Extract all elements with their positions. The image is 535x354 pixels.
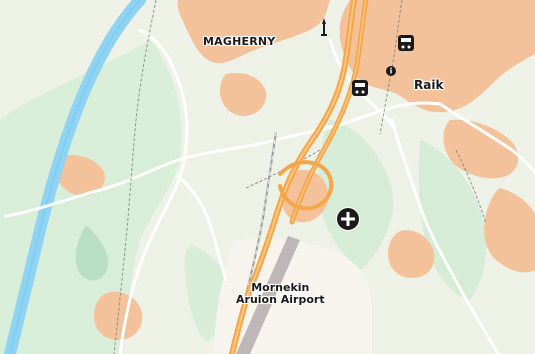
forest-patch-south — [75, 225, 109, 281]
urban-area-north — [220, 72, 267, 116]
major-road-east-carriageway-inner — [291, 0, 367, 223]
urban-area-south — [388, 230, 435, 278]
airport-label-line-1: Mornekin — [251, 281, 310, 294]
info-icon[interactable] — [385, 62, 397, 81]
forest-area-center — [318, 120, 394, 270]
bus-glyph — [398, 35, 414, 51]
hospital-icon[interactable] — [334, 205, 362, 237]
urban-area-west — [55, 154, 105, 196]
urban-area-center — [282, 169, 329, 223]
bus-glyph-2 — [352, 80, 368, 96]
minor-road-airport — [176, 174, 228, 282]
monument-icon — [317, 16, 331, 42]
urban-area-village — [177, 0, 330, 64]
town-label: Raik — [414, 79, 443, 92]
forest-area-east — [418, 140, 486, 300]
railway-dash — [229, 131, 277, 354]
monument-glyph — [321, 18, 327, 36]
urban-area-east — [443, 119, 519, 179]
dashed-track-west — [113, 0, 157, 354]
town-label-text: Raik — [414, 78, 444, 92]
airport-runway — [236, 236, 300, 354]
river-centerline — [9, 0, 141, 354]
airport-label: Mornekin Aruion Airport — [236, 282, 325, 305]
urban-area-southeast — [484, 188, 535, 273]
dashed-track-north — [379, 0, 403, 135]
minor-road-east — [438, 102, 535, 174]
airport-label-line-2: Aruion Airport — [236, 292, 325, 306]
hospital-glyph — [336, 207, 360, 231]
minor-road-west — [4, 138, 278, 218]
minor-road-center — [274, 101, 442, 142]
bus-icon[interactable] — [350, 78, 370, 102]
village-label: MAGHERNY — [203, 36, 275, 48]
urban-area-town — [339, 0, 535, 113]
village-label-text: MAGHERNY — [203, 35, 276, 48]
major-road-north-south-inner — [231, 0, 355, 354]
info-glyph — [386, 66, 396, 76]
minor-road-southeast — [390, 118, 500, 354]
minor-road-river — [118, 28, 189, 354]
bus-icon[interactable] — [396, 33, 416, 57]
dashed-track-east — [455, 149, 487, 225]
interchange-loop — [278, 160, 334, 211]
